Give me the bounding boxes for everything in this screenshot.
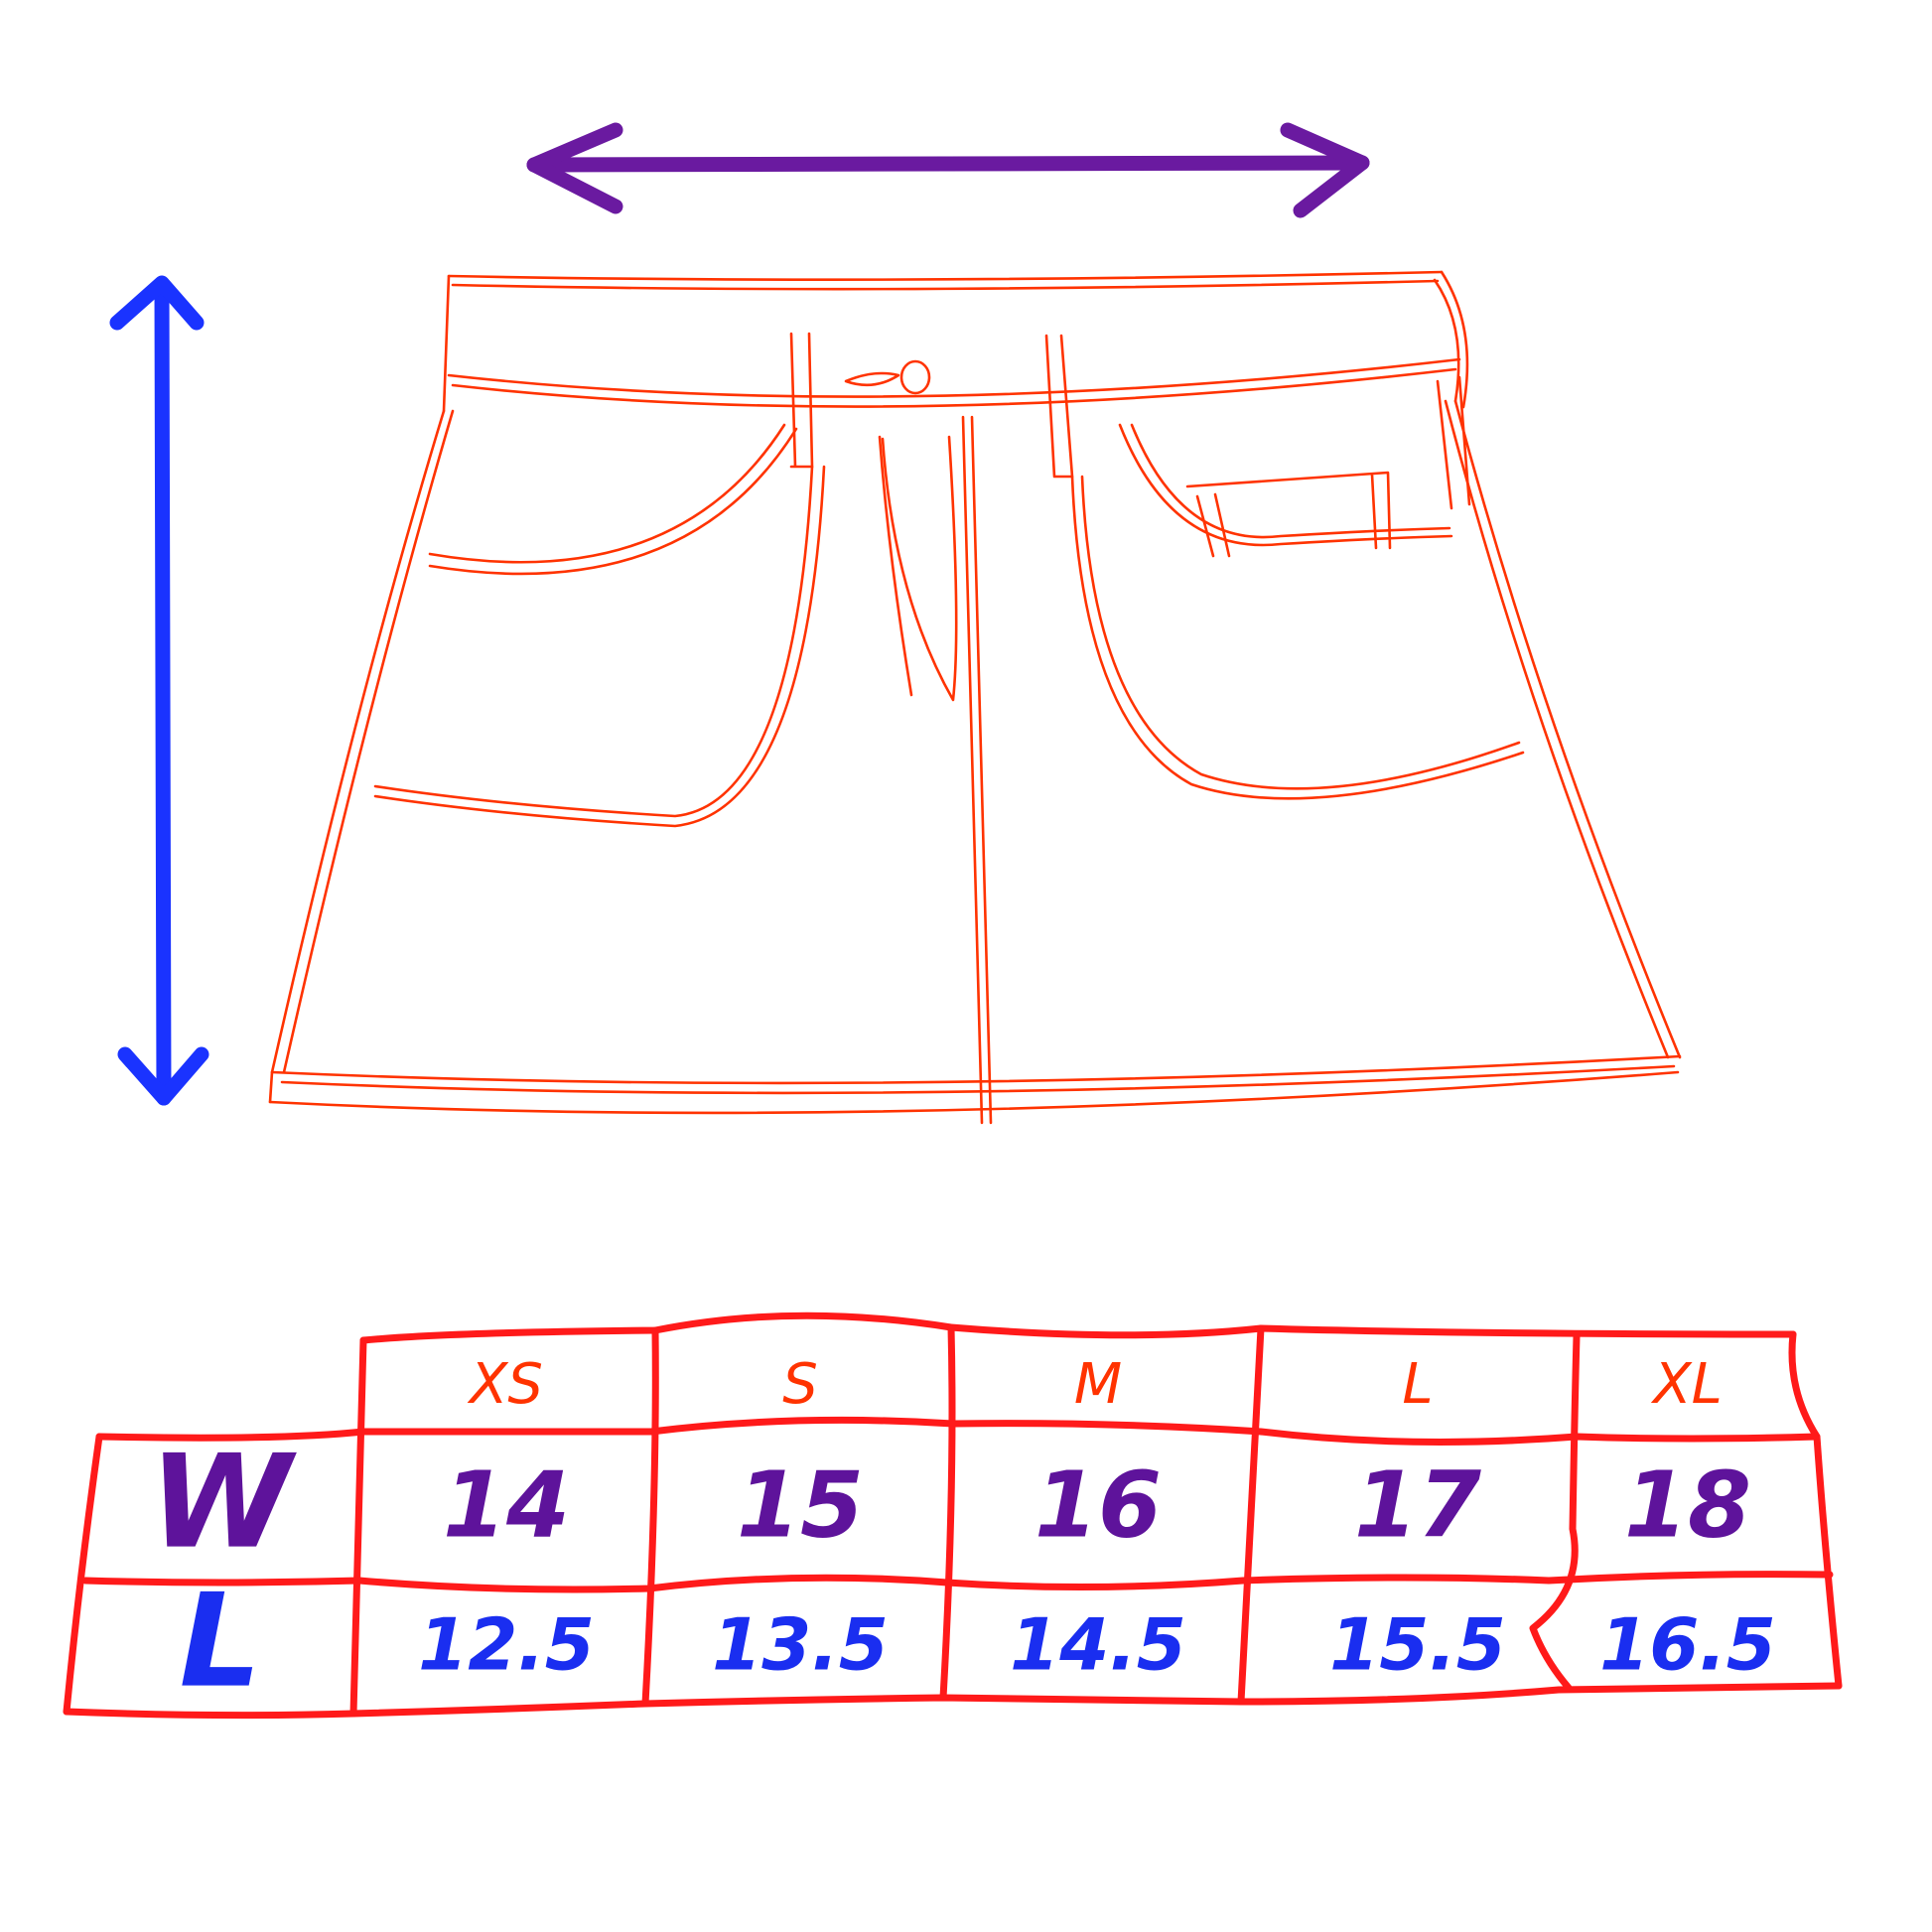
table-col-line-3 bbox=[939, 1323, 956, 1702]
cell-values: 14 15 16 17 18 12.5 13.5 14.5 15.5 16.5 bbox=[418, 1451, 1776, 1686]
belt-loop-right bbox=[1044, 334, 1074, 479]
row-labels: WL bbox=[149, 1427, 297, 1717]
waistband-right-edge bbox=[1440, 270, 1469, 409]
waist-arrow-icon bbox=[526, 122, 1370, 218]
waistband-top-inner bbox=[451, 279, 1440, 291]
table-col-line-1 bbox=[349, 1336, 367, 1718]
right-waist-loop bbox=[1436, 375, 1471, 510]
hem-left-corner bbox=[268, 1070, 274, 1104]
skirt-sketch-icon bbox=[268, 270, 1682, 1125]
length-value-s: 13.5 bbox=[712, 1603, 889, 1687]
left-pocket-opening-inner bbox=[428, 427, 798, 576]
table-col-line-0 bbox=[63, 1433, 103, 1716]
right-pocket-bag bbox=[1070, 475, 1525, 800]
hem-bottom bbox=[268, 1070, 1680, 1115]
fly-left-edge bbox=[878, 435, 913, 697]
right-pocket-opening-inner bbox=[1130, 423, 1451, 539]
waist-value-xl: 18 bbox=[1624, 1451, 1751, 1558]
row-label-waist: W bbox=[149, 1427, 297, 1578]
left-pocket-bag bbox=[373, 465, 814, 818]
size-chart-table bbox=[63, 1311, 1843, 1720]
right-pocket-opening bbox=[1118, 423, 1453, 547]
size-header-xs: XS bbox=[467, 1352, 543, 1417]
right-pocket-bag-inner bbox=[1080, 475, 1521, 790]
length-value-xl: 16.5 bbox=[1599, 1603, 1776, 1687]
table-col-line-2 bbox=[641, 1326, 659, 1708]
button bbox=[899, 359, 931, 395]
left-side-seam bbox=[270, 409, 446, 1074]
hem-line bbox=[270, 1054, 1682, 1085]
left-side-seam-inner bbox=[282, 409, 455, 1074]
waist-arrow-left-head bbox=[526, 122, 623, 214]
waist-arrow-shaft bbox=[526, 155, 1370, 173]
waist-value-xs: 14 bbox=[443, 1451, 570, 1558]
belt-loop-left bbox=[789, 332, 814, 469]
size-headers: XS S M L XL bbox=[467, 1352, 1723, 1417]
waist-value-s: 15 bbox=[737, 1451, 864, 1558]
length-value-xs: 12.5 bbox=[418, 1603, 595, 1687]
coin-pocket bbox=[1185, 471, 1392, 558]
size-header-s: S bbox=[782, 1352, 818, 1417]
size-header-xl: XL bbox=[1650, 1352, 1723, 1417]
table-col-line-6 bbox=[1788, 1330, 1843, 1690]
length-arrow-icon bbox=[109, 275, 209, 1106]
left-pocket-bag-inner bbox=[373, 465, 826, 828]
table-line-bottom bbox=[63, 1682, 1843, 1720]
table-col-line-5 bbox=[1529, 1332, 1581, 1692]
length-value-l: 15.5 bbox=[1329, 1603, 1506, 1687]
table-col-line-4 bbox=[1237, 1324, 1265, 1706]
waist-value-m: 16 bbox=[1035, 1451, 1162, 1558]
size-header-m: M bbox=[1074, 1352, 1122, 1417]
waist-value-l: 17 bbox=[1354, 1451, 1481, 1558]
hem-stitch bbox=[280, 1064, 1676, 1095]
waistband-left-edge bbox=[442, 274, 451, 413]
row-label-length: L bbox=[180, 1566, 262, 1717]
waistband-bottom bbox=[447, 357, 1461, 398]
left-pocket-opening bbox=[428, 423, 786, 564]
center-seam bbox=[961, 415, 984, 1125]
length-value-m: 14.5 bbox=[1010, 1603, 1186, 1687]
buttonhole bbox=[844, 371, 900, 387]
table-line-header-bottom bbox=[95, 1416, 1821, 1446]
length-arrow-shaft bbox=[154, 277, 172, 1106]
waist-arrow-right-head bbox=[1280, 122, 1370, 218]
waistband-right-inner bbox=[1433, 278, 1460, 403]
fly-curve bbox=[881, 435, 958, 702]
waistband-top bbox=[447, 270, 1444, 281]
center-seam-inner bbox=[970, 415, 993, 1125]
right-side-seam bbox=[1453, 399, 1682, 1059]
size-header-l: L bbox=[1402, 1352, 1433, 1417]
right-side-seam-inner bbox=[1444, 399, 1670, 1059]
waistband-bottom-inner bbox=[451, 367, 1457, 408]
length-arrow-top-head bbox=[109, 275, 205, 331]
table-line-top bbox=[359, 1311, 1797, 1344]
length-arrow-bottom-head bbox=[117, 1046, 209, 1106]
